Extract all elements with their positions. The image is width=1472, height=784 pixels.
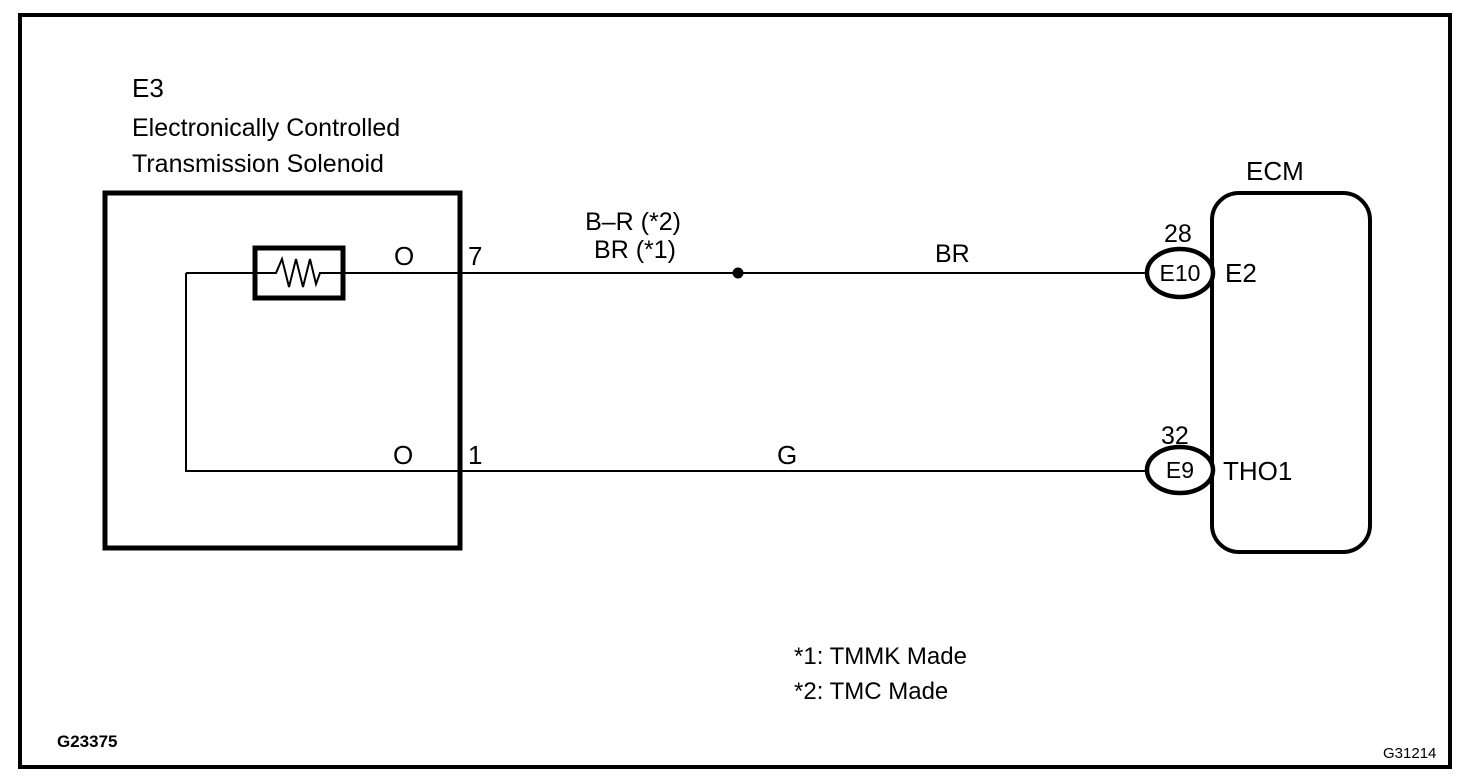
diagram-border (18, 13, 1452, 769)
upper-wire-color-code: BR (935, 240, 970, 268)
figure-id-right: G31214 (1383, 745, 1436, 762)
upper-pin-number: 7 (468, 241, 482, 271)
lower-wire-color-code: G (777, 440, 797, 470)
component-name-line2: Transmission Solenoid (132, 150, 384, 178)
lower-terminal-connector: E9 (1166, 457, 1194, 483)
lower-pin-wire-color: O (393, 440, 413, 470)
note-tmmk: *1: TMMK Made (794, 643, 967, 670)
upper-terminal-name: E2 (1225, 258, 1257, 288)
solenoid-component-box (102, 190, 463, 551)
resistor-zigzag-icon (255, 255, 343, 288)
connector-oval-e10 (1144, 246, 1216, 300)
ecm-box (1210, 191, 1372, 554)
component-code: E3 (132, 73, 164, 103)
upper-pin-wire-color: O (394, 241, 414, 271)
ecm-title: ECM (1246, 156, 1304, 186)
wire-junction-dot (732, 267, 744, 279)
figure-id-left: G23375 (57, 732, 118, 751)
lower-terminal-pin-number: 32 (1161, 422, 1189, 450)
upper-wire-label-tmc: B–R (*2) (585, 208, 681, 236)
note-tmc: *2: TMC Made (794, 678, 948, 705)
lower-signal-wire (185, 273, 1148, 472)
connector-oval-e9 (1144, 444, 1216, 496)
upper-terminal-pin-number: 28 (1164, 220, 1192, 248)
component-name-line1: Electronically Controlled (132, 114, 400, 142)
upper-terminal-connector: E10 (1160, 260, 1201, 286)
lower-terminal-name: THO1 (1223, 456, 1292, 486)
upper-wire-label-tmmk: BR (*1) (594, 236, 676, 264)
lower-pin-number: 1 (468, 440, 482, 470)
